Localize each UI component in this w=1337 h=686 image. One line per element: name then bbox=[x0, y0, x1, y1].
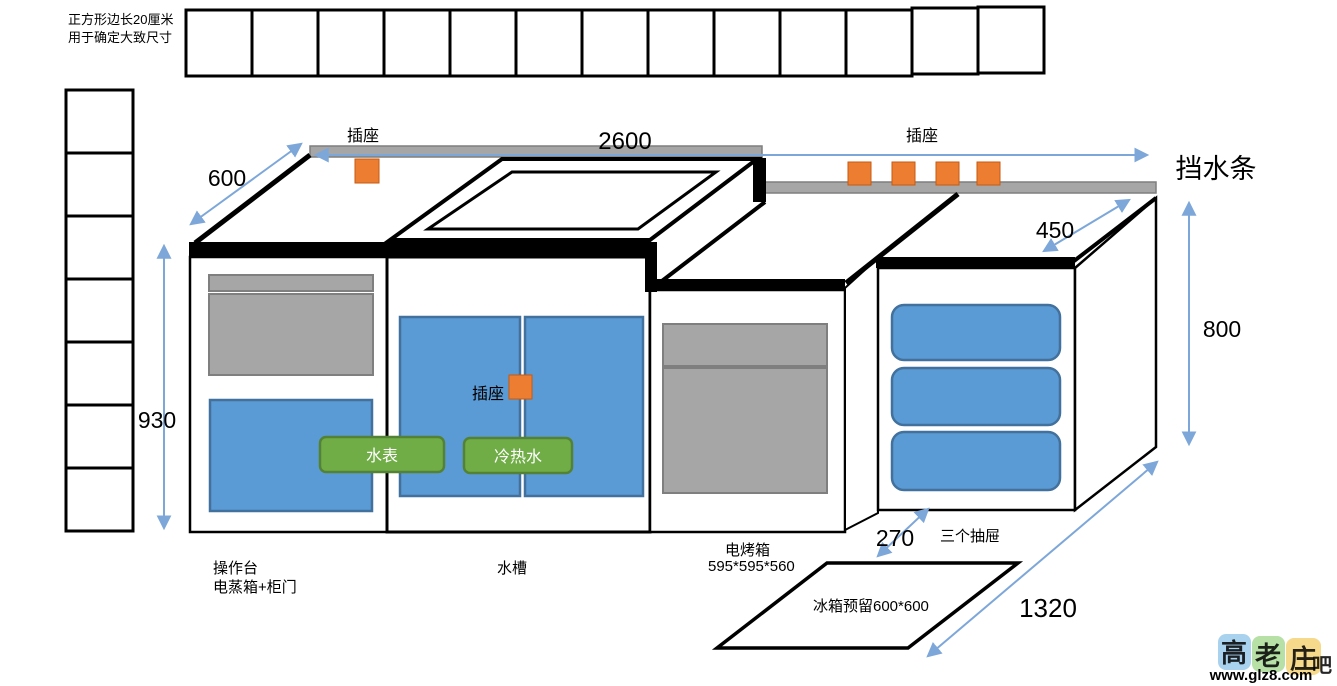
watermark-tile-blue bbox=[1218, 634, 1251, 670]
scale-square bbox=[910, 6, 980, 76]
watermark-tile-green bbox=[1252, 636, 1285, 672]
scale-ruler-left bbox=[64, 88, 135, 533]
water-meter-label: 水表 bbox=[366, 447, 398, 465]
scale-square bbox=[646, 8, 716, 78]
steamer-cabinet-label: 电蒸箱+柜门 bbox=[213, 579, 297, 596]
socket-icon bbox=[508, 374, 533, 400]
dim-450-label: 450 bbox=[1036, 217, 1074, 243]
scale-square bbox=[712, 8, 782, 78]
fridge-reserved-label: 冰箱预留600*600 bbox=[813, 598, 929, 615]
scale-ruler-top bbox=[184, 5, 1046, 78]
cold-hot-water-label: 冷热水 bbox=[494, 448, 542, 466]
watermark: 高 老 庄 吧 www.glz8.com bbox=[1209, 634, 1332, 684]
splash-guard-label: 挡水条 bbox=[1176, 154, 1257, 184]
dim-1320-arrow bbox=[926, 460, 1159, 658]
socket-label-top-right: 插座 bbox=[906, 127, 938, 145]
oven-control-panel bbox=[662, 323, 828, 367]
dim-1320-label: 1320 bbox=[1019, 593, 1077, 623]
watermark-char-4: 吧 bbox=[1312, 655, 1332, 677]
scale-square bbox=[778, 8, 848, 78]
sink-cutout bbox=[423, 170, 721, 231]
oven-label: 电烤箱 bbox=[725, 542, 770, 559]
scale-square bbox=[514, 8, 584, 78]
scale-square bbox=[64, 151, 135, 218]
scale-square bbox=[250, 8, 320, 78]
watermark-char-3: 庄 bbox=[1290, 644, 1316, 674]
socket-icon bbox=[891, 161, 916, 186]
dim-2600-label: 2600 bbox=[598, 128, 651, 155]
fridge-space-outline bbox=[711, 561, 1024, 650]
scale-square bbox=[64, 466, 135, 533]
sink-counter-side-edge bbox=[656, 200, 767, 286]
watermark-char-1: 高 bbox=[1221, 638, 1247, 668]
scale-square bbox=[184, 8, 254, 78]
socket-label-top-left: 插座 bbox=[347, 127, 379, 145]
socket-label-middle: 插座 bbox=[472, 385, 504, 403]
socket-icon bbox=[847, 161, 872, 186]
scale-square bbox=[976, 5, 1046, 75]
socket-icon bbox=[976, 161, 1001, 186]
drawer-panel-2 bbox=[890, 366, 1062, 427]
scale-square bbox=[64, 340, 135, 407]
scale-note-line1: 正方形边长20厘米 bbox=[68, 12, 173, 27]
watermark-site-url: www.glz8.com bbox=[1209, 667, 1313, 684]
scale-square bbox=[64, 403, 135, 470]
socket-icon bbox=[354, 158, 380, 184]
watermark-char-2: 老 bbox=[1255, 641, 1281, 671]
counter-front-edge-high bbox=[189, 242, 657, 257]
dim-600-arrow bbox=[189, 142, 303, 226]
scale-square bbox=[64, 277, 135, 344]
scale-square bbox=[580, 8, 650, 78]
oven-size-label: 595*595*560 bbox=[708, 558, 795, 575]
cabinet-oven-side bbox=[844, 255, 879, 532]
sink-label: 水槽 bbox=[497, 560, 527, 577]
dim-450-arrow bbox=[1042, 198, 1131, 253]
cabinet-drawers-side bbox=[1073, 195, 1158, 513]
scale-square bbox=[64, 214, 135, 281]
dim-600-label: 600 bbox=[208, 165, 246, 191]
oven-door-panel bbox=[662, 367, 828, 494]
water-meter-badge bbox=[318, 435, 446, 474]
scale-square bbox=[64, 88, 135, 155]
scale-square bbox=[844, 8, 914, 78]
drawer-panel-3 bbox=[890, 430, 1062, 492]
scale-note-line2: 用于确定大致尺寸 bbox=[68, 30, 172, 45]
drawer-panel-1 bbox=[890, 303, 1062, 362]
cold-hot-water-badge bbox=[462, 436, 574, 475]
worktop-label: 操作台 bbox=[213, 560, 258, 577]
socket-icon bbox=[935, 161, 960, 186]
steamer-vent-panel bbox=[208, 274, 374, 292]
dim-800-label: 800 bbox=[1203, 316, 1241, 342]
counter-front-edge-oven bbox=[648, 279, 845, 290]
counter-front-edge-drawers bbox=[876, 257, 1075, 268]
dim-270-arrow bbox=[876, 507, 930, 558]
scale-square bbox=[448, 8, 518, 78]
counter-corner-edge-mid bbox=[844, 192, 960, 285]
sink-counter-end-cap bbox=[753, 158, 766, 202]
three-drawers-label: 三个抽屉 bbox=[940, 528, 1000, 545]
dim-270-label: 270 bbox=[876, 525, 914, 551]
scale-square bbox=[382, 8, 452, 78]
dim-930-label: 930 bbox=[138, 407, 176, 433]
splash-guard-strip-low bbox=[763, 181, 1157, 194]
scale-square bbox=[316, 8, 386, 78]
watermark-tile-yellow bbox=[1286, 638, 1321, 675]
steamer-panel bbox=[208, 293, 374, 376]
